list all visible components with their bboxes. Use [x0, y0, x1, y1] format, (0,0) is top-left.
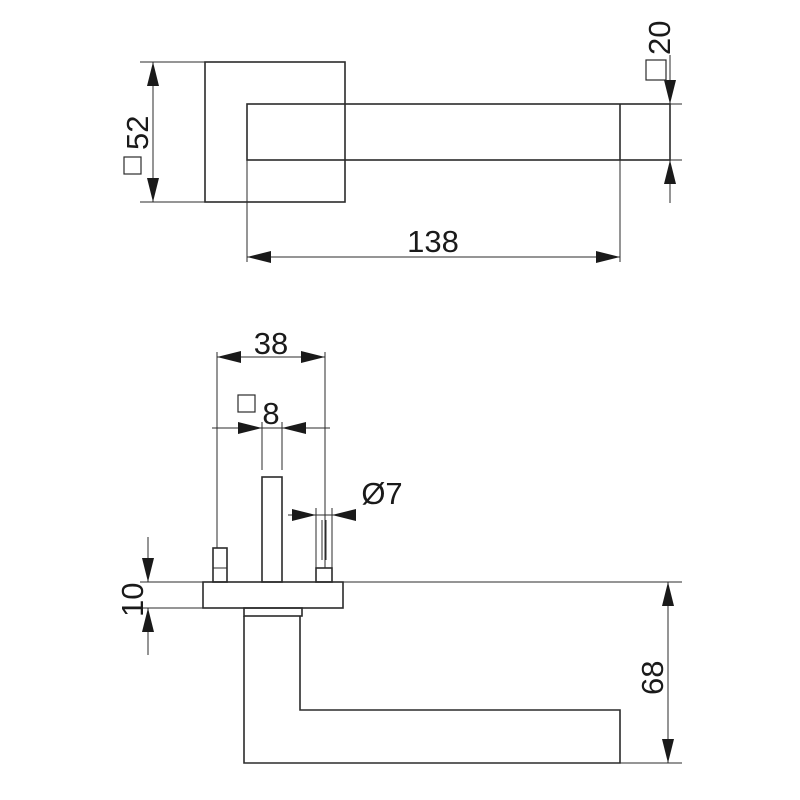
- side-rose-plate: [202, 581, 344, 609]
- side-spindle: [261, 476, 283, 583]
- dim-side-width: 38: [216, 326, 326, 568]
- side-fixing-pin-left: [212, 547, 228, 583]
- dim-rose-thickness-label: 10: [115, 583, 150, 617]
- square-symbol-icon: [645, 59, 667, 81]
- square-symbol-icon: [237, 394, 256, 413]
- dim-side-height: 68: [343, 581, 682, 764]
- dim-lever-length: 138: [246, 160, 621, 263]
- dim-pin-diameter-label: Ø7: [361, 476, 402, 511]
- dim-lever-size-label: 20: [642, 21, 677, 55]
- dim-lever-size: 20: [620, 21, 682, 203]
- top-lever-body: [246, 103, 671, 161]
- dim-side-height-label: 68: [635, 661, 670, 695]
- dim-spindle-size: 8: [212, 394, 330, 434]
- top-rose-plate: [204, 61, 346, 203]
- dim-rose-size-label: 52: [120, 116, 155, 150]
- dim-spindle-size-label: 8: [262, 396, 279, 431]
- square-symbol-icon: [123, 156, 142, 175]
- dim-lever-length-label: 138: [407, 224, 459, 259]
- side-neck-collar: [243, 607, 303, 617]
- side-fixing-pin-right: [315, 567, 333, 583]
- dim-rose-size: 52: [120, 61, 205, 203]
- dim-rose-thickness: 10: [115, 537, 203, 655]
- side-lever-body: [243, 616, 621, 764]
- dim-side-width-label: 38: [254, 326, 288, 361]
- side-view: 38 8 Ø7 10: [115, 326, 682, 764]
- dim-pin-diameter: Ø7: [288, 476, 403, 521]
- top-view: 52 20 138: [120, 21, 682, 263]
